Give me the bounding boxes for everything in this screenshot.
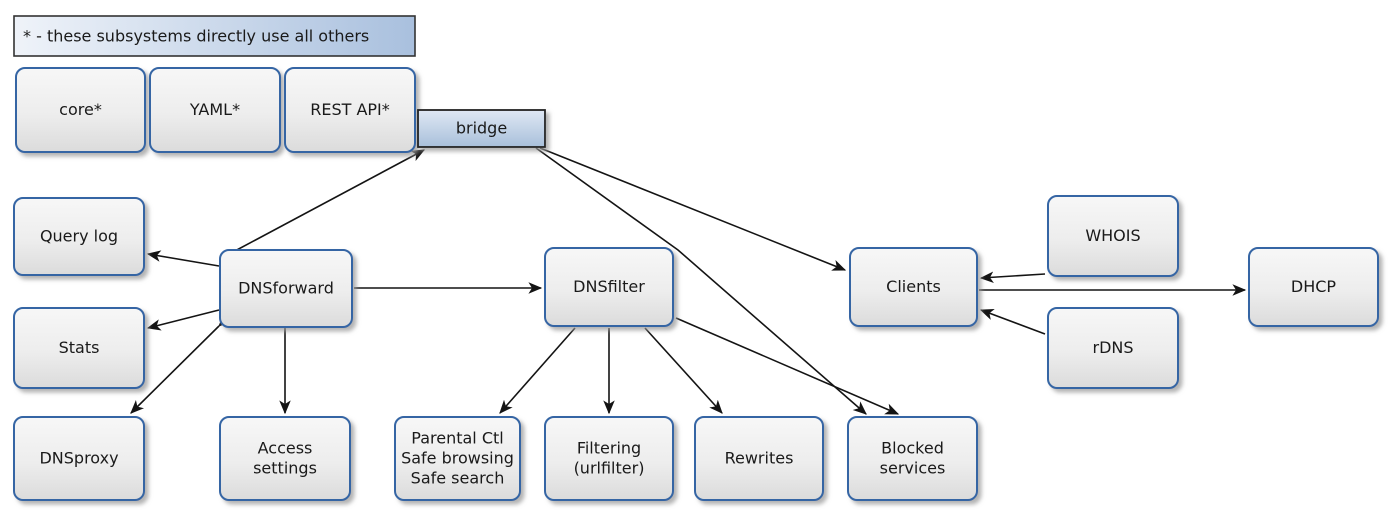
node-rdns[interactable]: rDNS <box>1047 307 1179 389</box>
node-rewrites[interactable]: Rewrites <box>694 416 824 501</box>
node-label-filtering: Filtering(urlfilter) <box>574 438 645 477</box>
node-label-dnsfilter: DNSfilter <box>573 277 645 296</box>
legend-box: * - these subsystems directly use all ot… <box>13 15 416 57</box>
node-box-querylog <box>13 197 145 276</box>
node-box-bridge <box>417 109 546 148</box>
node-box-dnsfilter <box>544 247 674 327</box>
edge-dnsfilter-rewrites <box>644 327 723 414</box>
node-label-dnsforward: DNSforward <box>238 278 334 297</box>
node-box-filtering <box>544 416 674 501</box>
node-label-querylog: Query log <box>40 226 118 245</box>
node-label-dnsproxy: DNSproxy <box>39 448 118 467</box>
node-filtering[interactable]: Filtering(urlfilter) <box>544 416 674 501</box>
node-core[interactable]: core* <box>15 67 146 153</box>
edge-bridge-blocked <box>535 147 867 415</box>
node-box-restapi <box>284 67 416 153</box>
node-yaml[interactable]: YAML* <box>149 67 281 153</box>
node-label-stats: Stats <box>59 338 100 357</box>
edge-dnsforward-stats <box>146 309 220 331</box>
node-dnsproxy[interactable]: DNSproxy <box>13 416 145 501</box>
node-label-core: core* <box>59 100 102 119</box>
node-label-restapi: REST API* <box>310 100 390 119</box>
node-box-blocked <box>847 416 978 501</box>
edge-layer <box>130 147 1247 415</box>
node-bridge[interactable]: bridge <box>417 109 546 148</box>
node-box-yaml <box>149 67 281 153</box>
node-label-clients: Clients <box>886 277 941 296</box>
edge-dnsforward-querylog <box>146 250 220 267</box>
legend-background <box>13 15 416 57</box>
node-clients[interactable]: Clients <box>849 247 978 327</box>
edge-dnsforward-bridge <box>232 149 426 253</box>
edge-dnsfilter-blocked <box>675 317 900 415</box>
legend-text: * - these subsystems directly use all ot… <box>23 27 369 46</box>
node-label-whois: WHOIS <box>1085 226 1140 245</box>
node-label-rdns: rDNS <box>1092 338 1133 357</box>
edge-rdns-clients <box>979 309 1046 335</box>
edge-dnsforward-dnsproxy <box>130 313 233 414</box>
node-box-dhcp <box>1248 247 1379 327</box>
node-whois[interactable]: WHOIS <box>1047 195 1179 277</box>
node-dnsfilter[interactable]: DNSfilter <box>544 247 674 327</box>
node-dnsforward[interactable]: DNSforward <box>219 249 353 328</box>
edge-whois-clients <box>979 271 1046 283</box>
node-box-rdns <box>1047 307 1179 389</box>
node-stats[interactable]: Stats <box>13 307 145 389</box>
node-label-yaml: YAML* <box>189 100 240 119</box>
node-label-rewrites: Rewrites <box>725 448 794 467</box>
edge-dnsfilter-parental <box>499 327 576 414</box>
node-querylog[interactable]: Query log <box>13 197 145 276</box>
node-label-bridge: bridge <box>456 118 507 137</box>
node-label-dhcp: DHCP <box>1291 277 1337 296</box>
node-box-dnsproxy <box>13 416 145 501</box>
node-box-core <box>15 67 146 153</box>
node-dhcp[interactable]: DHCP <box>1248 247 1379 327</box>
edge-bridge-clients <box>539 147 847 271</box>
node-box-access <box>219 416 351 501</box>
node-restapi[interactable]: REST API* <box>284 67 416 153</box>
node-box-clients <box>849 247 978 327</box>
node-box-parental <box>394 416 521 501</box>
node-box-rewrites <box>694 416 824 501</box>
node-box-stats <box>13 307 145 389</box>
node-box-dnsforward <box>219 249 353 328</box>
node-box-whois <box>1047 195 1179 277</box>
